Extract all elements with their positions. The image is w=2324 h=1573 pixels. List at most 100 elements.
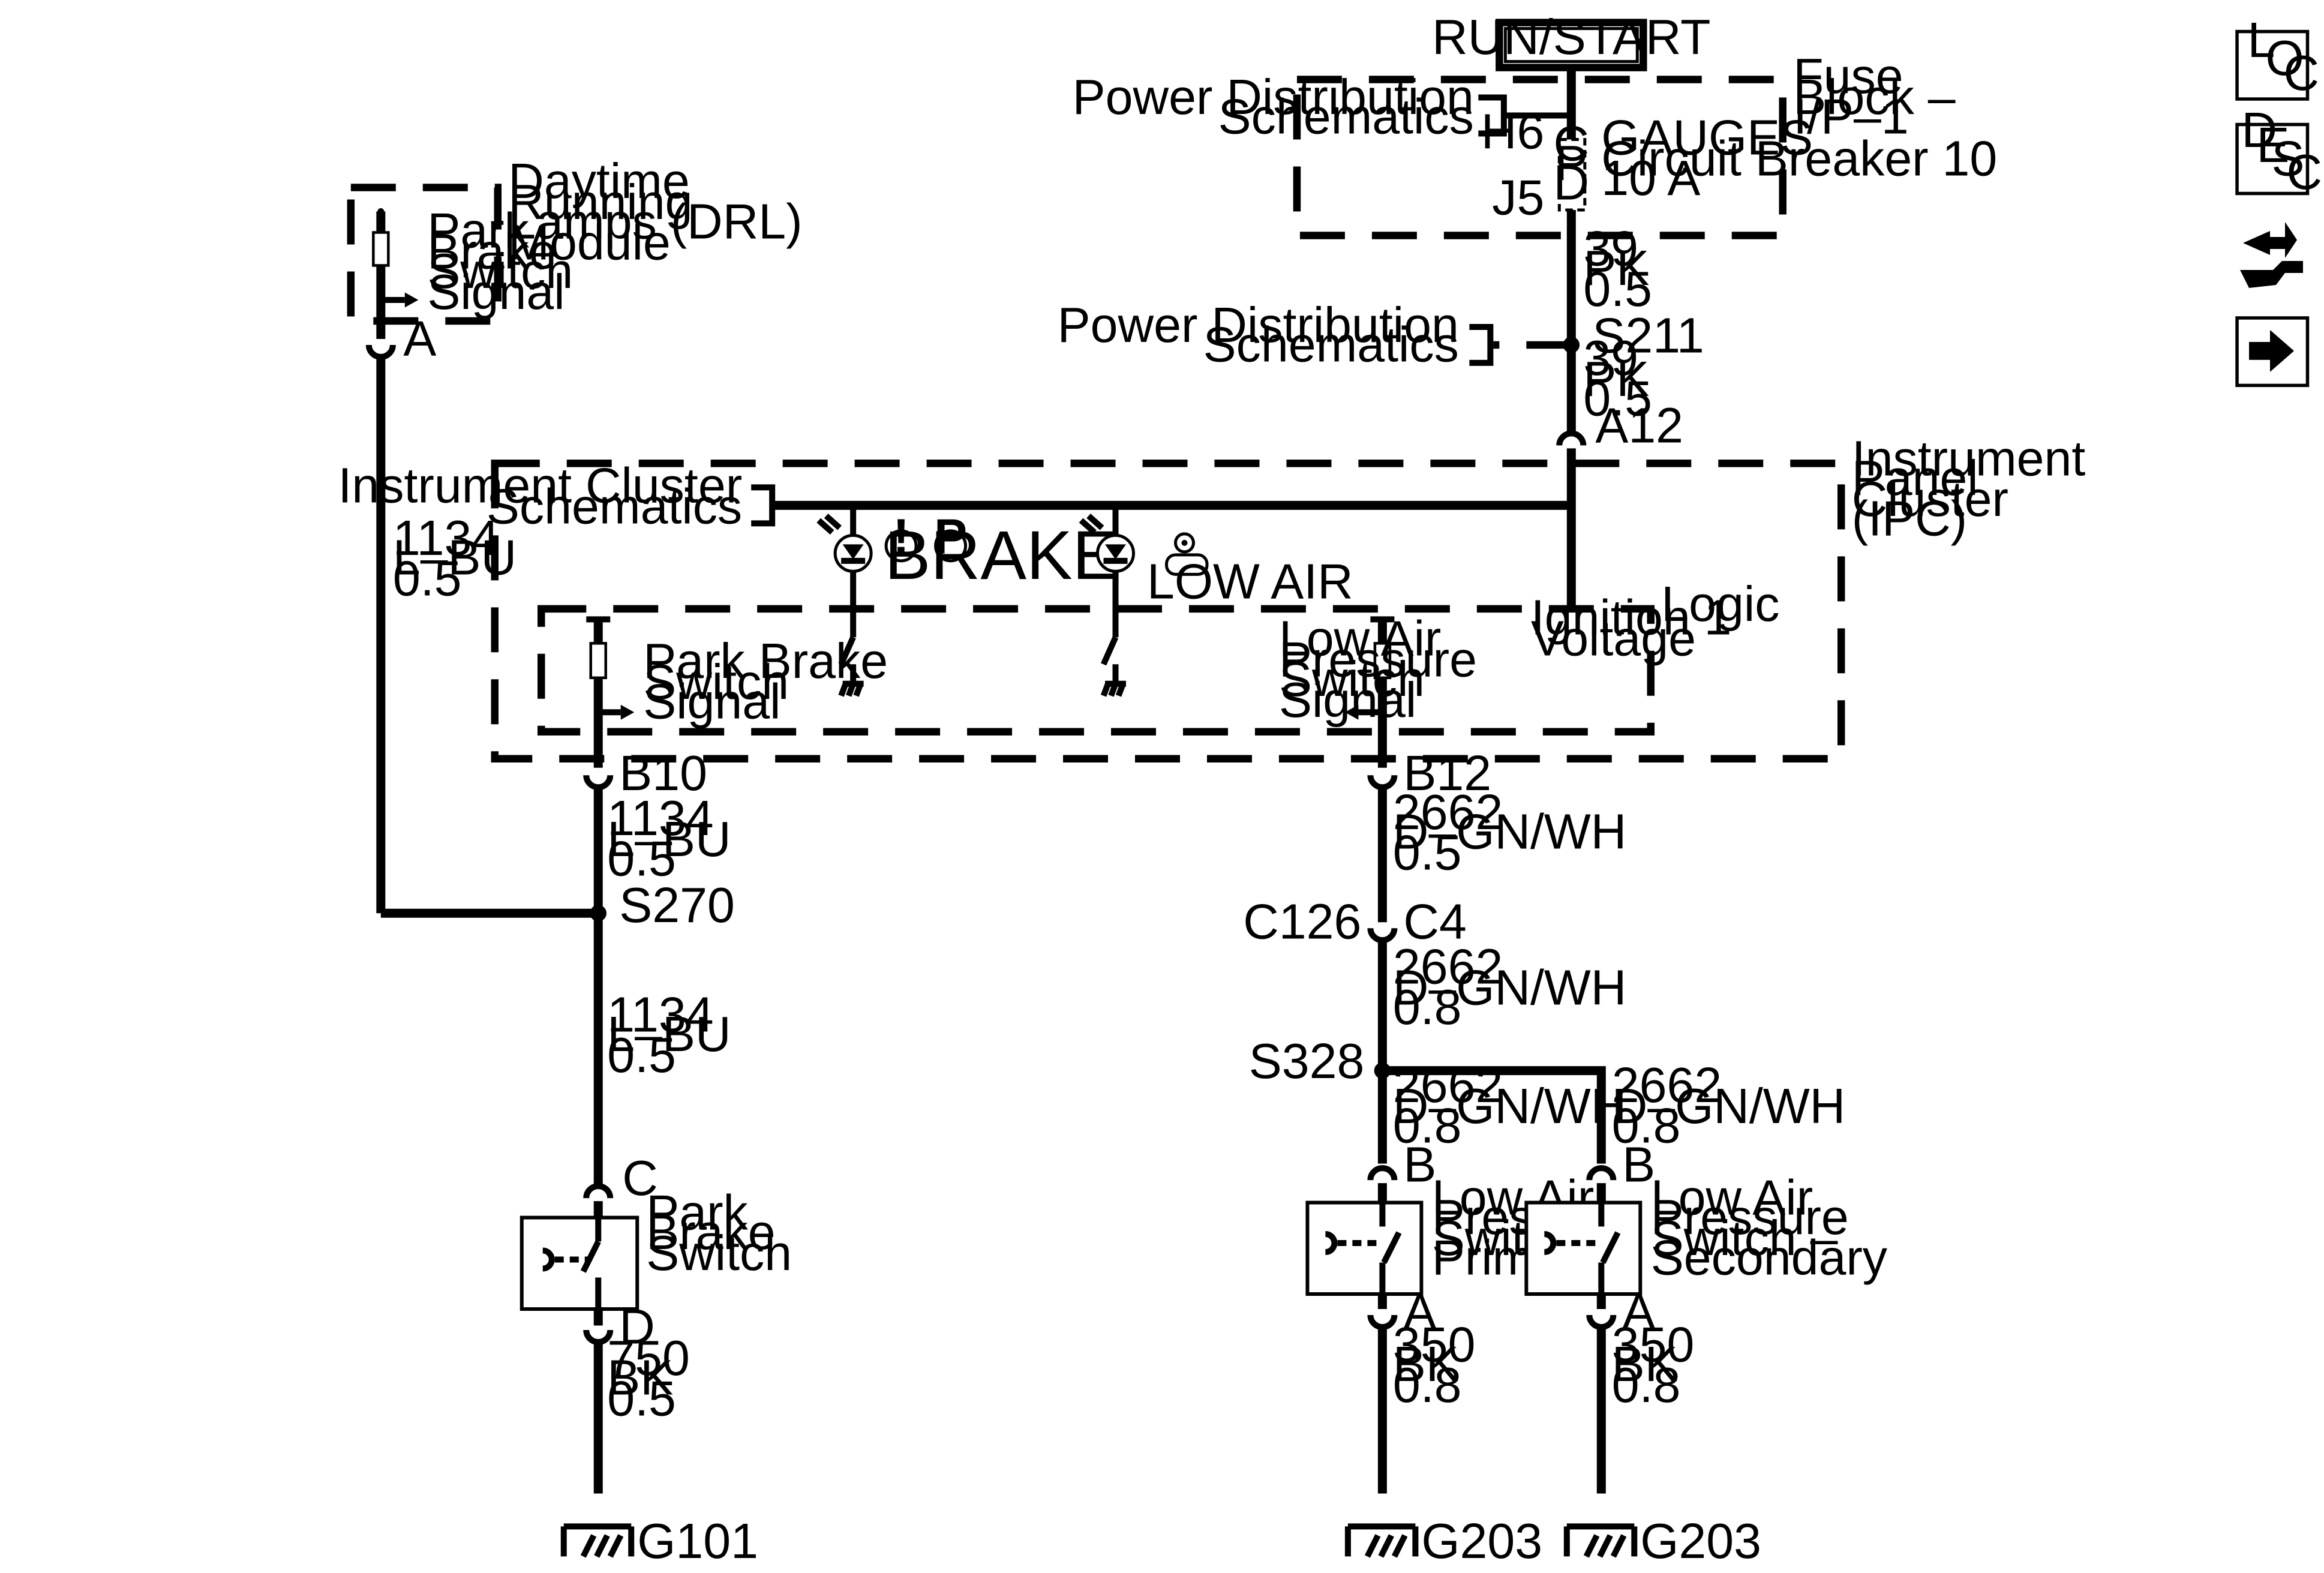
svg-text:A: A: [403, 311, 436, 366]
svg-text:Switch: Switch: [646, 1226, 792, 1281]
svg-text:Brake: Brake: [646, 1205, 775, 1260]
ic-schematics-ref: Instrument Cluster Schematics: [338, 458, 742, 534]
svg-text:Power Distribution: Power Distribution: [1073, 70, 1474, 125]
connector-secondary-a: [1586, 1314, 1617, 1330]
svg-text:Park Brake: Park Brake: [643, 634, 888, 689]
svg-text:Park: Park: [646, 1185, 748, 1241]
connector-drl-a: [365, 344, 396, 360]
svg-text:Switch: Switch: [1279, 652, 1425, 707]
svg-text:Fuse: Fuse: [1793, 49, 1903, 104]
svg-text:0.8: 0.8: [1612, 1358, 1681, 1413]
low-air-indicator-led: [1079, 505, 1136, 697]
drl-signal-label: Park Brake Switch Signal: [427, 203, 573, 319]
run-start-label: RUN/START: [1432, 10, 1710, 71]
svg-text:0.8: 0.8: [1393, 1098, 1462, 1154]
svg-text:Schematics: Schematics: [1218, 89, 1474, 145]
svg-text:0.5: 0.5: [1583, 262, 1652, 317]
low-air-switch-secondary: [1524, 1200, 1643, 1296]
park-brake-switch: [520, 1215, 639, 1311]
svg-text:B: B: [1622, 1137, 1655, 1193]
svg-text:Switch: Switch: [427, 244, 573, 299]
connector-primary-b: [1367, 1165, 1398, 1181]
svg-text:0.5: 0.5: [607, 831, 676, 887]
logic-label: Logic: [1661, 577, 1779, 632]
svg-text:39: 39: [1583, 221, 1638, 276]
svg-text:PK: PK: [1583, 352, 1649, 407]
svg-text:Schematics: Schematics: [487, 479, 742, 534]
s211-pd-ref: Power Distribution Schematics: [1058, 298, 1459, 372]
svg-text:2662: 2662: [1393, 1058, 1503, 1113]
svg-text:P: P: [1555, 136, 1588, 191]
wire-2662-c4-label: 2662 D–GN/WH 0.8: [1393, 939, 1626, 1035]
connector-b12: [1367, 775, 1398, 791]
svg-text:2662: 2662: [1393, 785, 1503, 840]
connector-tool-icon[interactable]: [2240, 221, 2304, 288]
svg-text:L–BU: L–BU: [607, 1007, 731, 1062]
svg-text:0.5: 0.5: [393, 551, 462, 606]
svg-text:O: O: [2266, 31, 2304, 86]
svg-text:C: C: [2287, 145, 2323, 200]
next-arrow-icon[interactable]: [2235, 316, 2310, 388]
svg-text:Panel: Panel: [1852, 451, 1978, 506]
svg-text:Signal: Signal: [643, 674, 780, 729]
svg-text:2662: 2662: [1612, 1058, 1722, 1113]
g101-label: G101: [637, 1514, 758, 1569]
svg-text:Voltage: Voltage: [1531, 611, 1696, 666]
low-air-text: LOW AIR: [1147, 554, 1353, 609]
svg-text:D: D: [1554, 155, 1590, 211]
low-air-gauge-icon: [1164, 532, 1209, 576]
wire-350-secondary-label: 350 BK 0.8: [1612, 1317, 1695, 1413]
svg-text:Module: Module: [508, 215, 670, 270]
svg-text:Block –: Block –: [1793, 70, 1956, 125]
ground-g203-primary-icon: [1344, 1523, 1419, 1558]
svg-text:D–GN/WH: D–GN/WH: [1393, 1079, 1626, 1134]
ipc-park-resistor: [589, 642, 607, 680]
svg-text:Cluster: Cluster: [1852, 472, 2008, 527]
svg-text:B12: B12: [1403, 746, 1491, 801]
connector-c126-c4: [1367, 927, 1398, 944]
svg-text:0.8: 0.8: [1393, 1358, 1462, 1413]
svg-text:C: C: [2284, 46, 2320, 101]
desc-icon[interactable]: D E S C: [2235, 103, 2323, 200]
connector-sw-c: [583, 1183, 614, 1199]
ipc-outline: [491, 460, 1845, 763]
park-brake-switch-label: Park Brake Switch: [646, 1185, 792, 1281]
s270-label: S270: [619, 878, 735, 933]
drl-module-outline: [347, 184, 502, 325]
svg-text:0.5: 0.5: [1583, 371, 1652, 426]
svg-text:0.5: 0.5: [1393, 825, 1462, 881]
connector-sw-d: [583, 1329, 614, 1345]
arrow-icon: [404, 292, 419, 308]
fuse-block-label: Fuse Block – I/P–1: [1793, 49, 1956, 144]
svg-text:39: 39: [1583, 331, 1638, 386]
wire-1134-switch-label: 1134 L–BU 0.5: [607, 987, 731, 1083]
ignition-voltage-label: Ignition 1 Voltage: [1531, 590, 1732, 666]
svg-text:D–GN/WH: D–GN/WH: [1393, 960, 1626, 1016]
svg-text:P: P: [934, 509, 967, 564]
svg-text:A: A: [1622, 1284, 1655, 1340]
svg-text:D: D: [2242, 103, 2278, 158]
pin-h6: H6: [1481, 104, 1544, 160]
svg-text:Pressure: Pressure: [1651, 1190, 1849, 1245]
svg-text:(IPC): (IPC): [1852, 491, 1967, 546]
svg-text:350: 350: [1393, 1317, 1476, 1373]
svg-text:Schematics: Schematics: [1203, 317, 1459, 372]
svg-text:B: B: [1403, 1137, 1436, 1193]
svg-text:Daytime: Daytime: [508, 154, 689, 209]
svg-text:Secondary: Secondary: [1651, 1230, 1888, 1286]
splice-s270: [590, 905, 606, 921]
g203-secondary-label: G203: [1640, 1514, 1761, 1569]
svg-text:C126: C126: [1243, 894, 1361, 950]
breaker-label: GAUGES Circuit Breaker 10 10 A: [1601, 110, 1997, 206]
brake-warning-icon: ! P: [884, 509, 967, 564]
svg-text:D: D: [619, 1299, 655, 1355]
svg-text:GAUGES: GAUGES: [1601, 110, 1813, 166]
svg-text:Pressure: Pressure: [1279, 632, 1477, 687]
drl-pullup-resistor: [372, 231, 390, 267]
wire-750-label: 750 BK 0.5: [607, 1331, 690, 1426]
arrow-icon: [620, 704, 635, 720]
ground-g203-secondary-icon: [1563, 1523, 1638, 1558]
svg-text:D–GN/WH: D–GN/WH: [1393, 804, 1626, 860]
loc-icon[interactable]: L O C: [2235, 13, 2320, 101]
connector-a12: [1556, 430, 1587, 446]
